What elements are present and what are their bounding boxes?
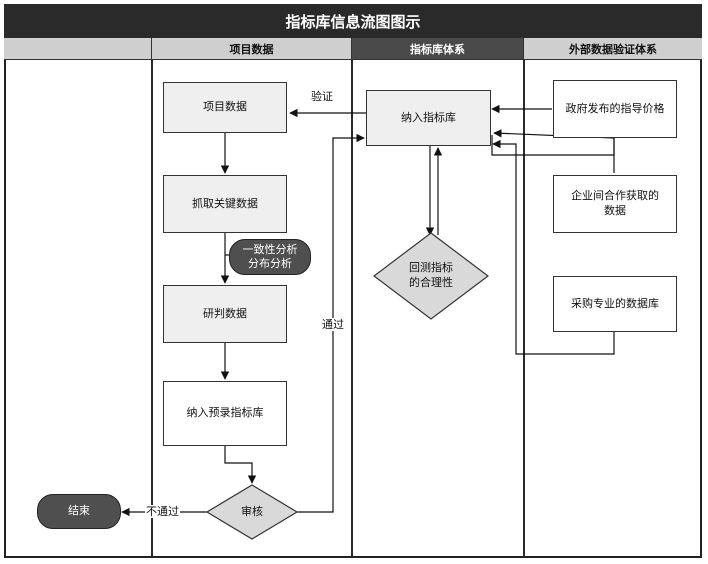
diagram-title: 指标库信息流图图示 — [4, 4, 702, 38]
terminal-end: 结束 — [37, 494, 121, 529]
node-project-data: 项目数据 — [163, 82, 287, 133]
edge-enterprise-to-index — [491, 135, 615, 156]
node-judge-data: 研判数据 — [163, 285, 287, 343]
node-into-index-library: 纳入指标库 — [366, 90, 491, 146]
edge-pre-index-to-review — [224, 446, 257, 484]
lane-divider — [151, 60, 153, 558]
decision-review-label: 审核 — [241, 504, 263, 518]
edge-label-pass: 通过 — [321, 318, 345, 332]
lane-header-project: 项目数据 — [152, 38, 352, 60]
node-extract-key-data: 抓取关键数据 — [163, 175, 287, 233]
decision-rationality-label: 回测指标 的合理性 — [409, 261, 453, 289]
bubble-consistency-analysis: 一致性分析 分布分析 — [229, 239, 311, 275]
lane-divider — [351, 60, 353, 558]
lane-header-external: 外部数据验证体系 — [524, 38, 702, 60]
diamond-rationality — [373, 232, 489, 320]
node-pre-index-library: 纳入预录指标库 — [163, 381, 287, 446]
node-gov-guide-price: 政府发布的指导价格 — [553, 80, 677, 138]
edge-purchase-to-index — [492, 139, 615, 355]
edge-label-fail: 不通过 — [145, 505, 180, 519]
diamond-review — [205, 484, 299, 540]
edge-label-verify: 验证 — [310, 90, 334, 104]
lane-divider — [523, 60, 525, 558]
lane-header-index: 指标库体系 — [352, 38, 524, 60]
node-enterprise-data: 企业间合作获取的 数据 — [553, 175, 677, 233]
lane-header-blank — [4, 38, 152, 60]
node-purchase-database: 采购专业的数据库 — [553, 276, 677, 332]
